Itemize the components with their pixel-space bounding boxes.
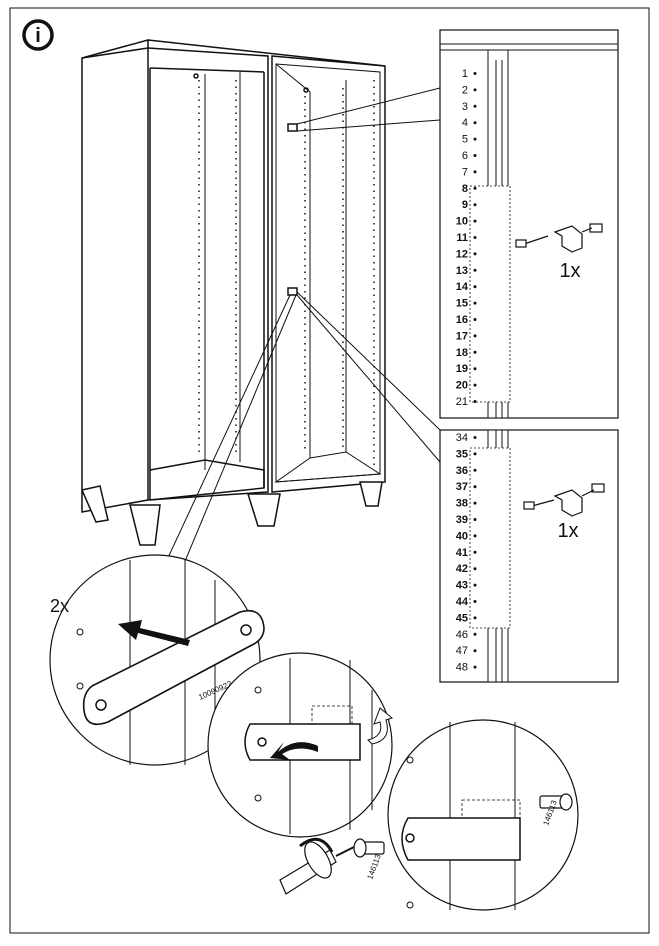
hole-dot bbox=[473, 186, 477, 190]
hole-dot bbox=[473, 649, 477, 653]
hole-dot bbox=[473, 154, 477, 157]
hole-number-label: 17 bbox=[456, 330, 468, 342]
hole-dot bbox=[473, 104, 477, 108]
hole-dot bbox=[473, 485, 477, 489]
hole-dot bbox=[473, 567, 477, 571]
hole-number-label: 18 bbox=[456, 347, 468, 359]
screw-left bbox=[353, 838, 385, 858]
bracket-hardware-top bbox=[515, 223, 603, 253]
hole-number-label: 34 bbox=[456, 432, 468, 444]
hole-number-label: 7 bbox=[462, 166, 468, 178]
hole-dot bbox=[473, 616, 477, 620]
hole-number-label: 36 bbox=[456, 465, 468, 477]
hole-dot bbox=[473, 550, 477, 554]
hole-number-label: 42 bbox=[456, 563, 468, 575]
hole-dot bbox=[473, 436, 477, 439]
page-border bbox=[9, 7, 650, 934]
hole-number-label: 15 bbox=[456, 298, 468, 310]
plate-quantity: 2x bbox=[50, 596, 69, 616]
leader-lines bbox=[159, 87, 441, 579]
bracket-hardware-bottom bbox=[523, 483, 605, 517]
bracket-quantity-top: 1x bbox=[559, 260, 580, 282]
detail-box-bottom: 1x bbox=[439, 429, 619, 683]
hole-number-label: 48 bbox=[456, 662, 468, 674]
hole-dot bbox=[473, 170, 477, 174]
hole-number-label: 6 bbox=[462, 150, 468, 162]
hole-dot bbox=[473, 350, 477, 354]
hole-number-label: 2 bbox=[462, 84, 468, 96]
hole-number-label: 13 bbox=[456, 265, 468, 277]
hole-number-label: 5 bbox=[462, 134, 468, 146]
screw-right bbox=[539, 793, 573, 811]
hole-number-label: 45 bbox=[456, 612, 468, 624]
hole-dot bbox=[473, 600, 477, 603]
bracket-quantity-bottom: 1x bbox=[557, 520, 578, 542]
detail-circle-plate: 10090922 2x bbox=[49, 554, 265, 766]
hole-number-label: 9 bbox=[462, 199, 468, 211]
hole-dot bbox=[473, 501, 477, 505]
hole-number-label: 11 bbox=[456, 232, 468, 244]
hole-number-label: 47 bbox=[456, 645, 468, 657]
hole-number-label: 1 bbox=[462, 68, 468, 80]
hole-dot bbox=[473, 121, 477, 125]
hole-number-label: 44 bbox=[456, 596, 469, 608]
hole-dot bbox=[473, 400, 477, 403]
hole-dot bbox=[473, 367, 477, 371]
hole-dot bbox=[473, 88, 477, 92]
hole-dot bbox=[473, 318, 477, 321]
hole-dot bbox=[473, 534, 477, 538]
hole-dot bbox=[473, 236, 477, 239]
hole-dot bbox=[473, 452, 477, 456]
hole-dot bbox=[473, 665, 477, 669]
hole-dot bbox=[473, 383, 477, 387]
hole-number-label: 46 bbox=[456, 629, 468, 641]
hole-dot bbox=[473, 301, 477, 305]
detail-circle-screw: 146113 bbox=[387, 719, 579, 911]
rotate-arrow-icon bbox=[299, 837, 334, 853]
hole-dot bbox=[473, 518, 477, 521]
hole-number-label: 3 bbox=[462, 101, 468, 113]
hole-number-label: 41 bbox=[456, 547, 468, 559]
bend-arrow-outline-icon bbox=[367, 707, 394, 745]
hole-dot bbox=[473, 632, 477, 636]
detail-circle-bend bbox=[207, 652, 394, 838]
hole-number-label: 8 bbox=[462, 183, 468, 195]
hole-dot bbox=[473, 583, 477, 587]
hole-labels-bottom: 34 35 36 37 38 39 40 41 42 43 44 45 46 47 48 bbox=[456, 432, 477, 674]
hole-dot bbox=[473, 137, 477, 141]
hole-dot bbox=[473, 285, 477, 289]
hole-dot bbox=[473, 219, 477, 223]
hole-number-label: 37 bbox=[456, 481, 468, 493]
info-icon: i bbox=[22, 19, 54, 51]
hole-number-label: 12 bbox=[456, 248, 468, 260]
hole-number-label: 19 bbox=[456, 363, 468, 375]
hole-dot bbox=[473, 334, 477, 338]
hole-number-label: 4 bbox=[462, 117, 468, 129]
insert-arrow-icon bbox=[118, 620, 190, 646]
connector-plate bbox=[82, 609, 265, 726]
hole-dot bbox=[473, 203, 477, 207]
hole-number-label: 20 bbox=[456, 380, 468, 392]
hole-number-label: 35 bbox=[456, 448, 468, 460]
svg-text:i: i bbox=[35, 25, 41, 47]
hole-number-label: 14 bbox=[456, 281, 469, 293]
hole-number-label: 10 bbox=[456, 216, 468, 228]
hole-number-label: 39 bbox=[456, 514, 468, 526]
hole-number-label: 38 bbox=[456, 498, 468, 510]
hole-number-label: 16 bbox=[456, 314, 468, 326]
screw-part-number-b: 146113 bbox=[365, 853, 383, 881]
hole-dot bbox=[473, 268, 477, 272]
hole-number-label: 21 bbox=[456, 396, 468, 408]
hole-number-label: 43 bbox=[456, 580, 468, 592]
hole-dot bbox=[473, 72, 477, 75]
detail-box-top: 1x bbox=[439, 29, 619, 419]
cabinet-drawing bbox=[80, 39, 386, 546]
screwdriver bbox=[279, 837, 357, 895]
hole-number-label: 40 bbox=[456, 530, 468, 542]
bend-arrow-icon bbox=[270, 742, 318, 760]
hole-dot bbox=[473, 252, 477, 256]
hole-dot bbox=[473, 468, 477, 472]
